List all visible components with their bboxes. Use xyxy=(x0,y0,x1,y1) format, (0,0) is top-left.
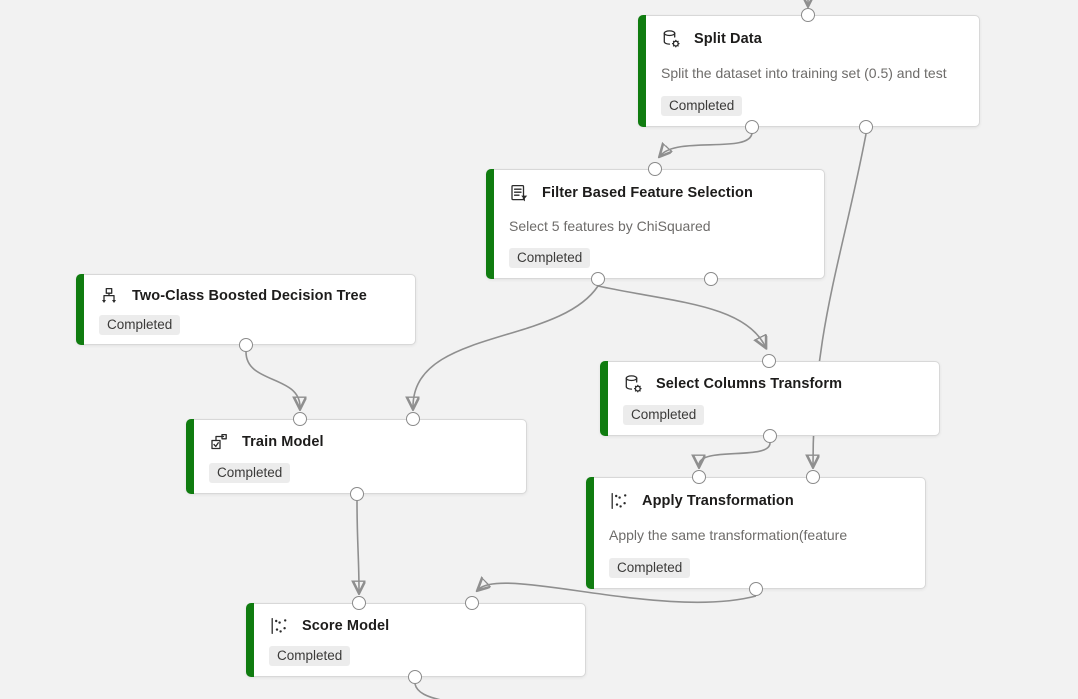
port-train-model-input-1[interactable] xyxy=(293,412,307,426)
port-train-model-input-2[interactable] xyxy=(406,412,420,426)
node-description: Split the dataset into training set (0.5… xyxy=(661,64,947,81)
port-select-columns-input[interactable] xyxy=(762,354,776,368)
port-split-data-input[interactable] xyxy=(801,8,815,22)
port-filter-feature-selection-output-1[interactable] xyxy=(591,272,605,286)
port-apply-transformation-input-2[interactable] xyxy=(806,470,820,484)
edge-decision-tree-to-train-model[interactable] xyxy=(245,351,300,407)
status-badge: Completed xyxy=(623,405,705,425)
status-bar xyxy=(76,274,84,345)
node-train-model[interactable]: Train Model Completed xyxy=(186,419,527,494)
decision-tree-icon xyxy=(99,286,119,306)
node-filter-based-feature-selection[interactable]: Filter Based Feature Selection Select 5 … xyxy=(486,169,825,279)
port-score-model-output[interactable] xyxy=(408,670,422,684)
edge-apply-transformation-to-score-model[interactable] xyxy=(479,583,757,604)
port-select-columns-output[interactable] xyxy=(763,429,777,443)
status-badge: Completed xyxy=(661,96,743,116)
node-title: Score Model xyxy=(302,618,390,634)
status-bar xyxy=(486,169,494,279)
edge-split-data-to-filter-feature-selection[interactable] xyxy=(661,132,753,155)
status-bar xyxy=(246,603,254,677)
node-split-data[interactable]: Split Data Split the dataset into traini… xyxy=(638,15,980,127)
node-title: Select Columns Transform xyxy=(656,376,843,392)
edge-score-model-to-downstream[interactable] xyxy=(414,683,441,699)
scatter-plot-icon xyxy=(269,616,289,636)
status-bar xyxy=(186,419,194,494)
node-title: Two-Class Boosted Decision Tree xyxy=(132,288,367,304)
status-badge: Completed xyxy=(609,558,691,578)
node-score-model[interactable]: Score Model Completed xyxy=(246,603,586,677)
node-title: Filter Based Feature Selection xyxy=(542,185,753,201)
train-model-icon xyxy=(209,432,229,452)
scatter-plot-icon xyxy=(609,491,629,511)
port-apply-transformation-output[interactable] xyxy=(749,582,763,596)
port-score-model-input-2[interactable] xyxy=(465,596,479,610)
node-select-columns-transform[interactable]: Select Columns Transform Completed xyxy=(600,361,940,436)
edge-select-columns-to-apply-transformation[interactable] xyxy=(699,442,771,465)
status-bar xyxy=(600,361,608,436)
status-badge: Completed xyxy=(209,463,291,483)
status-badge: Completed xyxy=(269,646,351,666)
port-filter-feature-selection-input[interactable] xyxy=(648,162,662,176)
port-filter-feature-selection-output-2[interactable] xyxy=(704,272,718,286)
node-apply-transformation[interactable]: Apply Transformation Apply the same tran… xyxy=(586,477,926,589)
status-bar xyxy=(638,15,646,127)
port-decision-tree-output[interactable] xyxy=(239,338,253,352)
node-title: Apply Transformation xyxy=(642,493,794,509)
node-title: Train Model xyxy=(242,434,324,450)
database-gear-icon xyxy=(623,374,643,394)
edge-filter-feature-selection-to-select-columns[interactable] xyxy=(597,285,765,346)
status-badge: Completed xyxy=(509,248,591,268)
node-description: Apply the same transformation(feature xyxy=(609,526,848,543)
list-filter-icon xyxy=(509,183,529,203)
port-apply-transformation-input-1[interactable] xyxy=(692,470,706,484)
port-split-data-output-2[interactable] xyxy=(859,120,873,134)
edge-filter-feature-selection-to-train-model[interactable] xyxy=(413,285,599,407)
status-badge: Completed xyxy=(99,315,181,335)
edge-train-model-to-score-model[interactable] xyxy=(357,500,359,591)
node-description: Select 5 features by ChiSquared xyxy=(509,217,711,234)
status-bar xyxy=(586,477,594,589)
node-title: Split Data xyxy=(694,31,762,47)
node-two-class-boosted-decision-tree[interactable]: Two-Class Boosted Decision Tree Complete… xyxy=(76,274,416,345)
port-score-model-input-1[interactable] xyxy=(352,596,366,610)
port-split-data-output-1[interactable] xyxy=(745,120,759,134)
database-gear-icon xyxy=(661,29,681,49)
port-train-model-output[interactable] xyxy=(350,487,364,501)
